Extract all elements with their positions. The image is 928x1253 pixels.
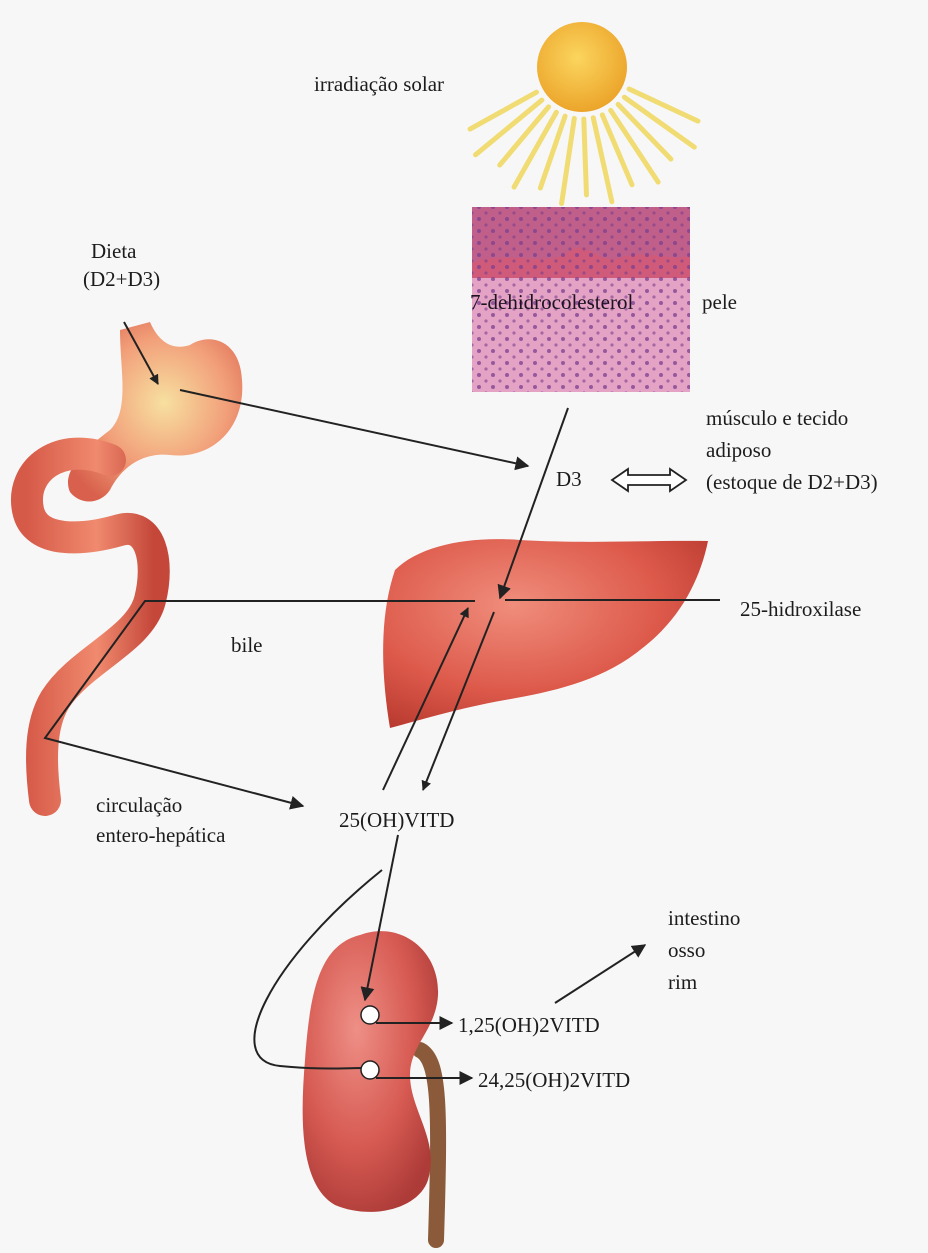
label-calcidiol: 25(OH)VITD <box>339 807 454 833</box>
label-precursor: 7-dehidrocolesterol <box>470 289 633 315</box>
liver <box>383 539 708 728</box>
stomach <box>68 322 242 502</box>
label-skin: pele <box>702 289 737 315</box>
label-d3: D3 <box>556 466 582 492</box>
label-sunlight: irradiação solar <box>314 71 444 97</box>
label-circulation-line2: entero-hepática <box>96 822 225 848</box>
sun-ray <box>584 119 587 195</box>
arrow-stomach-to-d3 <box>180 390 528 466</box>
label-inactive-metabolite: 24,25(OH)2VITD <box>478 1067 630 1093</box>
gut-illustration <box>27 322 242 800</box>
label-targets-line3: rim <box>668 969 697 995</box>
label-targets-line2: osso <box>668 937 705 963</box>
sun-ray <box>540 116 565 188</box>
intestine <box>27 454 154 800</box>
label-bile: bile <box>231 632 263 658</box>
arrow-to-targets <box>555 945 645 1003</box>
label-diet-line2: (D2+D3) <box>83 266 160 292</box>
label-circulation-line1: circulação <box>96 792 182 818</box>
sun-ray <box>562 118 575 203</box>
double-arrow-d3-storage <box>612 469 686 491</box>
label-calcitriol: 1,25(OH)2VITD <box>458 1012 600 1038</box>
kidney-24-hydroxylation-marker <box>361 1061 379 1079</box>
label-targets-line1: intestino <box>668 905 740 931</box>
label-storage-line1: músculo e tecido <box>706 405 848 431</box>
kidney-1alpha-hydroxylation-marker <box>361 1006 379 1024</box>
sun <box>537 22 627 112</box>
sun-illustration <box>470 22 698 203</box>
label-diet-line1: Dieta <box>91 238 136 264</box>
label-hydroxylase: 25-hidroxilase <box>740 596 861 622</box>
label-storage-line2: adiposo <box>706 437 771 463</box>
label-storage-line3: (estoque de D2+D3) <box>706 469 878 495</box>
